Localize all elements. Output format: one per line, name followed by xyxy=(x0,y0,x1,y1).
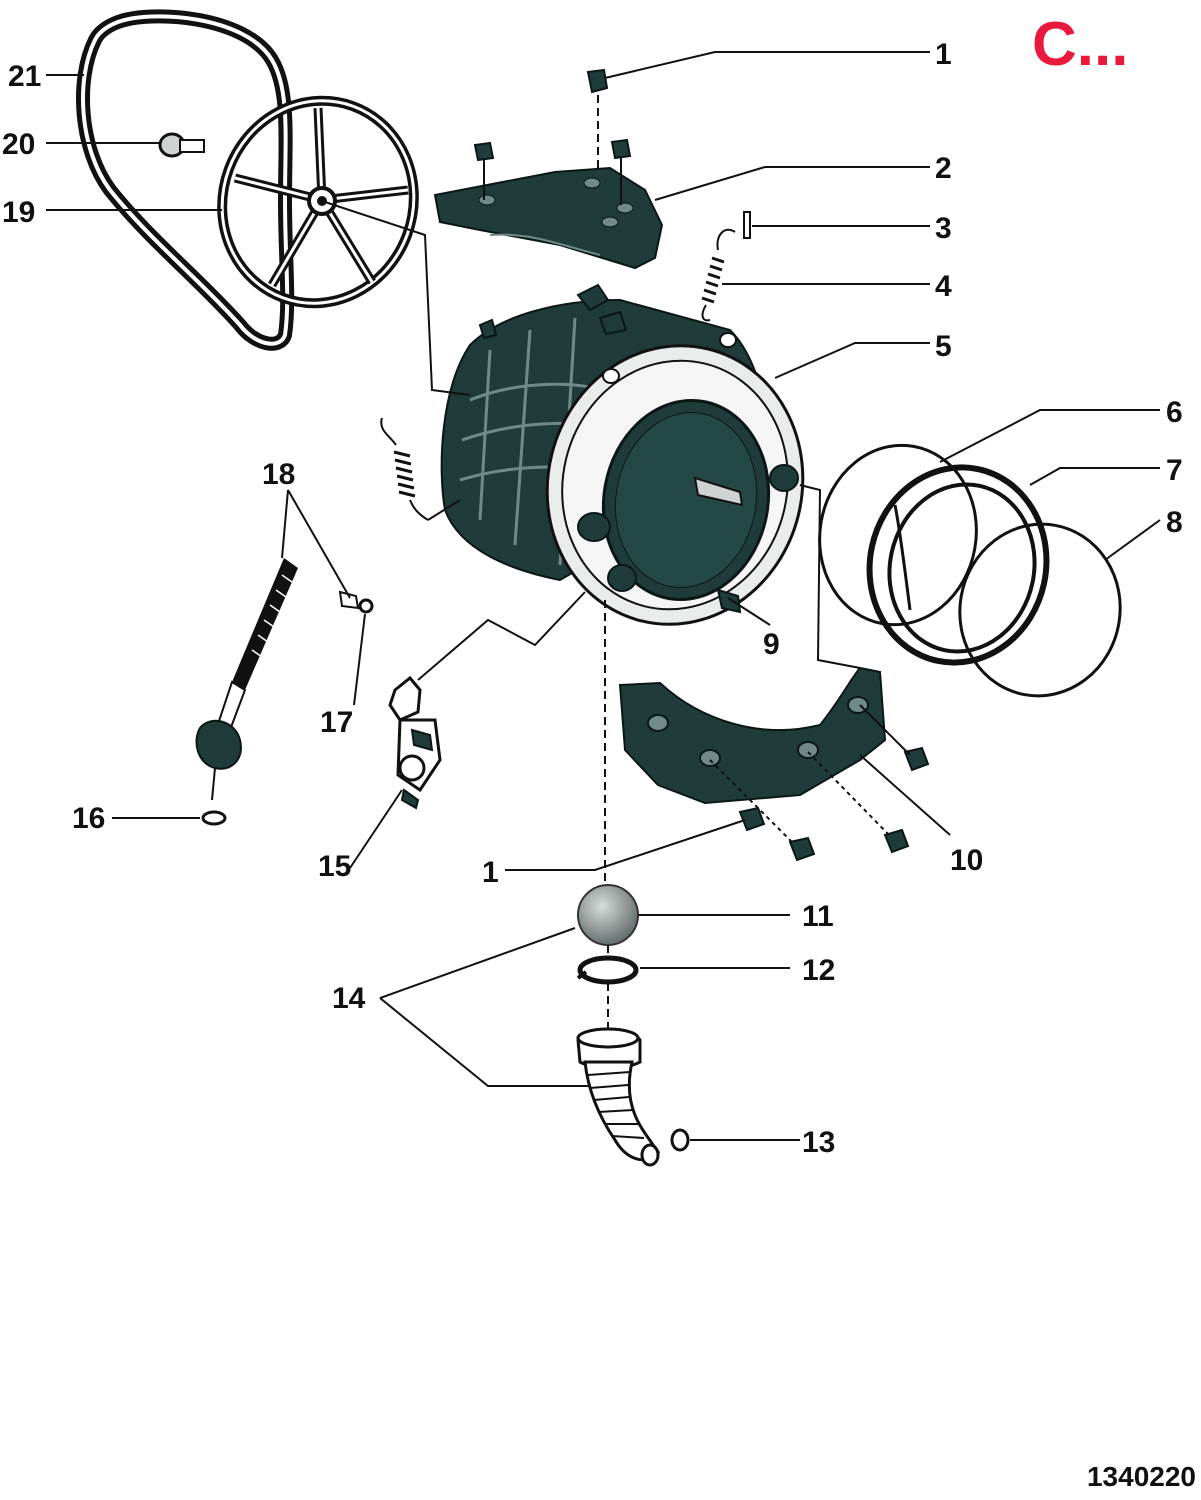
shock-pin[interactable] xyxy=(338,590,374,614)
callout-3: 3 xyxy=(935,212,952,245)
callout-12: 12 xyxy=(802,954,835,987)
shock-absorber[interactable] xyxy=(195,558,298,801)
counterweight[interactable] xyxy=(618,666,887,805)
door-gasket[interactable] xyxy=(852,451,1065,679)
pulley-bolt[interactable] xyxy=(158,132,205,158)
callout-16: 16 xyxy=(72,802,105,835)
callout-11: 11 xyxy=(802,900,834,933)
callout-21: 21 xyxy=(8,60,41,93)
motor-bracket-plate[interactable] xyxy=(433,166,664,270)
hinge-bracket[interactable] xyxy=(388,675,442,810)
corner-mark: C... xyxy=(1032,10,1128,79)
tension-spring-left[interactable] xyxy=(380,417,429,521)
counterweight-dash-leaders xyxy=(709,704,911,846)
tub-assembly[interactable] xyxy=(440,283,832,652)
callout-20: 20 xyxy=(2,128,35,161)
drawing-number: 1340220 xyxy=(1087,1461,1196,1492)
tub-clamp[interactable] xyxy=(716,588,742,614)
nut-top[interactable] xyxy=(586,68,609,94)
bracket-studs xyxy=(473,138,632,205)
spring-clip[interactable] xyxy=(743,211,751,239)
callout-10: 10 xyxy=(950,844,983,877)
callout-9: 9 xyxy=(763,628,780,661)
pulley-wheel[interactable] xyxy=(194,74,442,331)
callout-17: 17 xyxy=(320,706,353,739)
assembly-guide-lines xyxy=(321,200,861,1028)
callout-5: 5 xyxy=(935,330,952,363)
callout-14: 14 xyxy=(332,982,366,1015)
callout-1-top: 1 xyxy=(935,38,952,71)
callout-18: 18 xyxy=(262,458,295,491)
hose-o-ring[interactable] xyxy=(670,1128,690,1152)
callout-8: 8 xyxy=(1166,506,1183,539)
drain-ball[interactable] xyxy=(577,884,639,946)
callout-4: 4 xyxy=(935,270,952,303)
callout-19: 19 xyxy=(2,196,35,229)
counterweight-bolts xyxy=(738,746,930,862)
drive-belt[interactable] xyxy=(76,9,295,351)
drain-hose[interactable] xyxy=(576,1027,661,1167)
clamp-ring[interactable] xyxy=(946,511,1133,708)
callout-labels: 1 2 3 4 5 6 7 8 9 10 1 11 12 13 14 15 16… xyxy=(2,38,1183,1159)
callout-7: 7 xyxy=(1166,454,1183,487)
shock-washer[interactable] xyxy=(201,810,227,826)
tension-spring-right[interactable] xyxy=(701,228,736,322)
callout-13: 13 xyxy=(802,1126,835,1159)
callout-leaders xyxy=(46,51,1161,1141)
hose-clip-ring[interactable] xyxy=(576,955,639,985)
callout-2: 2 xyxy=(935,152,952,185)
callout-6: 6 xyxy=(1166,396,1183,429)
callout-1-bottom: 1 xyxy=(482,856,499,889)
callout-15: 15 xyxy=(318,850,351,883)
